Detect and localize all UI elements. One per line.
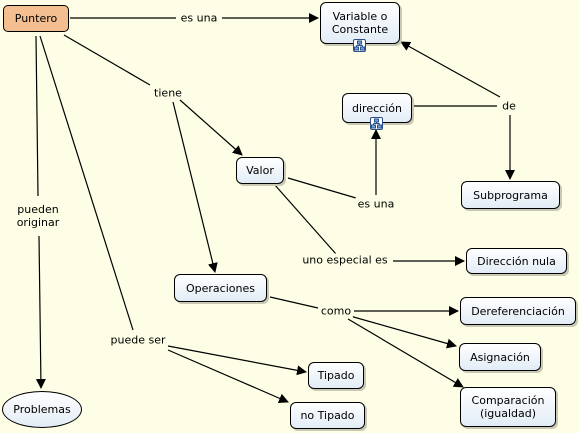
concept-direccion-label: dirección	[352, 101, 402, 115]
concept-subprograma[interactable]: Subprograma	[461, 181, 560, 209]
concept-comparacion-label: Comparación (igualdad)	[471, 394, 545, 420]
concept-asignacion[interactable]: Asignación	[459, 343, 541, 371]
concept-valor[interactable]: Valor	[236, 157, 284, 184]
link-puede-ser[interactable]: puede ser	[108, 333, 168, 347]
link-es-una-variable[interactable]: es una	[178, 11, 220, 25]
line-puntero-tiene	[63, 34, 151, 86]
concept-subprograma-label: Subprograma	[473, 188, 548, 202]
concept-operaciones-label: Operaciones	[186, 281, 255, 295]
concept-variable-o-constante[interactable]: Variable o Constante	[320, 2, 400, 44]
line-puntero-pueden	[35, 35, 39, 197]
link-como[interactable]: como	[318, 304, 354, 318]
concept-problemas-label: Problemas	[13, 403, 71, 416]
line-operaciones-como	[269, 296, 319, 309]
concept-no-tipado-label: no Tipado	[300, 409, 355, 422]
concept-tipado[interactable]: Tipado	[308, 362, 364, 389]
line-valor-esuna	[287, 177, 357, 199]
line-valor-especial	[273, 183, 337, 255]
line-de-variable	[400, 41, 501, 98]
concept-direccion-nula-label: Dirección nula	[477, 254, 556, 268]
concept-puntero[interactable]: Puntero	[3, 5, 69, 32]
concept-direccion-nula[interactable]: Dirección nula	[466, 248, 567, 274]
concept-problemas[interactable]: Problemas	[2, 391, 82, 428]
concept-dereferenciacion-label: Dereferenciación	[471, 304, 565, 318]
line-puntero-puedeser	[39, 35, 134, 331]
link-tiene[interactable]: tiene	[152, 86, 184, 100]
link-pueden-originar[interactable]: pueden originar	[6, 203, 70, 229]
concept-no-tipado[interactable]: no Tipado	[290, 402, 365, 429]
link-de[interactable]: de	[500, 99, 518, 113]
link-es-una-direccion[interactable]: es una	[355, 197, 397, 211]
concept-dereferenciacion[interactable]: Dereferenciación	[460, 297, 576, 325]
concept-comparacion[interactable]: Comparación (igualdad)	[460, 387, 556, 427]
link-uno-especial-es[interactable]: uno especial es	[300, 253, 390, 267]
line-puedeser-notipado	[167, 349, 289, 404]
concept-operaciones[interactable]: Operaciones	[174, 274, 267, 302]
concept-puntero-label: Puntero	[14, 12, 58, 25]
line-puedeser-tipado	[167, 345, 307, 376]
line-como-comparacion	[347, 318, 464, 388]
line-tiene-operaciones	[172, 101, 218, 273]
concept-asignacion-label: Asignación	[470, 350, 530, 364]
resource-icon[interactable]	[370, 117, 383, 130]
concept-tipado-label: Tipado	[317, 369, 355, 382]
line-pueden-problemas	[35, 235, 46, 389]
concept-variable-label: Variable o Constante	[331, 10, 389, 36]
line-como-asignacion	[349, 315, 457, 349]
line-tiene-valor	[179, 99, 243, 156]
resource-icon[interactable]	[353, 39, 366, 52]
concept-valor-label: Valor	[246, 164, 274, 177]
